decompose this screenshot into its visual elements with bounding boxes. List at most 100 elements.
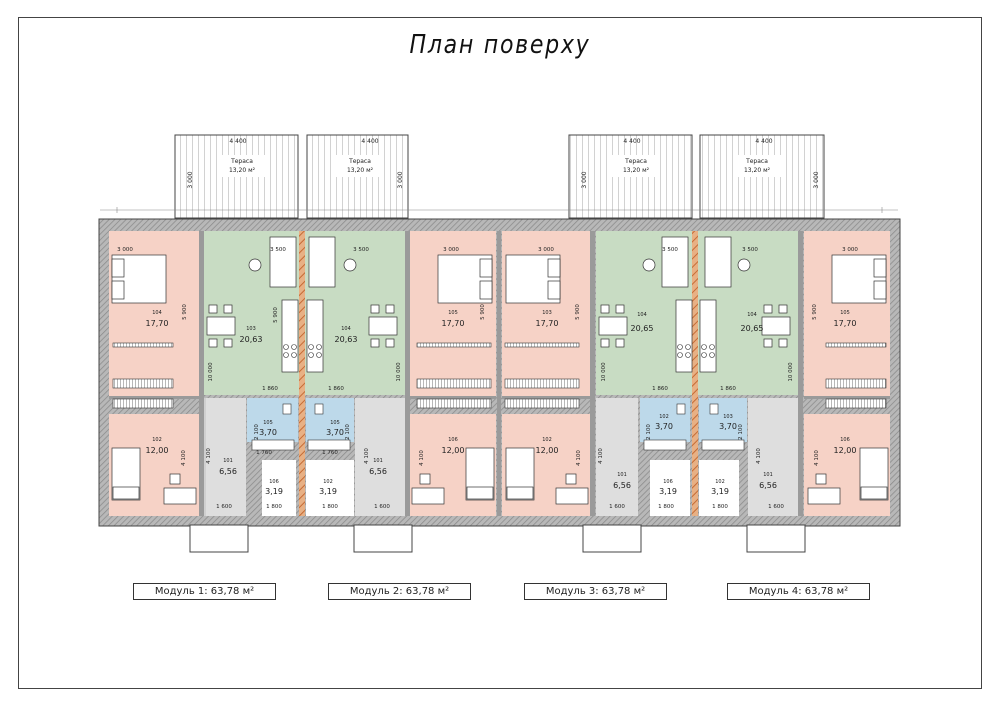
m2-bed2-num: 106	[448, 437, 458, 443]
single-beds	[111, 447, 889, 501]
m3-hall	[596, 398, 638, 516]
dim-m2-bath-width: 1 860	[328, 386, 344, 392]
m4-bed2-num: 106	[840, 437, 850, 443]
terrace-3-area: 13,20 м²	[623, 167, 650, 174]
m1-wc-area: 3,19	[265, 487, 283, 496]
terrace-1-width: 4 400	[229, 138, 246, 145]
m3-bed1-area: 17,70	[536, 319, 559, 328]
m2-hall	[355, 398, 405, 516]
m3-hall-num: 101	[617, 472, 627, 478]
dim-m1-bed-depth: 5 900	[182, 304, 188, 320]
terraces: 4 400 Тераса 13,20 м² 3 000 4 400 Тераса…	[174, 134, 825, 219]
m4-bed1-area: 17,70	[834, 319, 857, 328]
m4-bath-num: 103	[723, 414, 733, 420]
dim-m3-wc-width: 1 800	[658, 504, 674, 510]
terrace-1-label: Тераса	[230, 158, 253, 165]
terrace-3-depth: 3 000	[581, 171, 588, 188]
dim-m4-total-depth: 10 000	[788, 362, 794, 382]
m3-wc	[650, 460, 690, 516]
desks	[163, 473, 841, 505]
dim-m1-bath-depth: 2 100	[254, 424, 260, 440]
module-3-label: Модуль 3: 63,78 м²	[524, 583, 667, 600]
m2-bath	[306, 398, 354, 442]
m4-wc-num: 102	[715, 479, 725, 485]
m4-wc	[699, 460, 739, 516]
m2-hall-area: 6,56	[369, 467, 387, 476]
m4-bath	[699, 398, 747, 442]
m3-living-area: 20,65	[631, 324, 654, 333]
terrace-2-area: 13,20 м²	[347, 167, 374, 174]
m4-bath-area: 3,70	[719, 422, 737, 431]
m4-wc-area: 3,19	[711, 487, 729, 496]
m2-hall-num: 101	[373, 458, 383, 464]
m1-bed1-num: 104	[152, 310, 162, 316]
m3-bath-area: 3,70	[655, 422, 673, 431]
terrace-3-width: 4 400	[623, 138, 640, 145]
m3-bed2-area: 12,00	[536, 446, 559, 455]
m2-bath-num: 105	[330, 420, 340, 426]
dim-m1-living-width: 3 500	[270, 247, 286, 253]
m3-bed2-num: 102	[542, 437, 552, 443]
dim-m1-hall-depth: 4 100	[206, 448, 212, 464]
internal-walls	[109, 231, 890, 516]
dim-m2-bath-depth: 2 100	[345, 424, 351, 440]
module-1-label: Модуль 1: 63,78 м²	[133, 583, 276, 600]
module-3	[502, 231, 692, 516]
dim-m3-bath-width: 1 860	[652, 386, 668, 392]
m3-wc-num: 106	[663, 479, 673, 485]
m1-bed2-area: 12,00	[146, 446, 169, 455]
m2-living-area: 20,63	[335, 335, 358, 344]
dim-m4-bed2-depth: 4 100	[814, 450, 820, 466]
party-wall-2-3	[497, 231, 501, 516]
m1-bed2-num: 102	[152, 437, 162, 443]
m3-hall-area: 6,56	[613, 481, 631, 490]
m4-living-num: 104	[747, 312, 757, 318]
m2-wc	[306, 460, 354, 516]
room-labels: 104 17,70 102 12,00 103 20,63 101 6,56 1…	[146, 310, 857, 496]
dim-m3-entry-width: 1 600	[609, 504, 625, 510]
m2-wc-num: 102	[323, 479, 333, 485]
m2-bed1-num: 105	[448, 310, 458, 316]
dim-m3-bed-width: 3 000	[538, 247, 554, 253]
dim-m2-hall-depth: 4 100	[364, 448, 370, 464]
terrace-4-area: 13,20 м²	[744, 167, 771, 174]
dim-m3-hall-depth: 4 100	[598, 448, 604, 464]
m1-bed1-area: 17,70	[146, 319, 169, 328]
dim-m4-bath-depth: 2 100	[738, 424, 744, 440]
m4-hall-area: 6,56	[759, 481, 777, 490]
sheet-border	[18, 17, 982, 689]
m3-wc-area: 3,19	[659, 487, 677, 496]
dim-m1-bed-width: 3 000	[117, 247, 133, 253]
m1-wc	[262, 460, 296, 516]
m3-living-num: 104	[637, 312, 647, 318]
double-beds	[111, 254, 887, 304]
m4-living-area: 20,65	[741, 324, 764, 333]
dim-m4-living-width: 3 500	[742, 247, 758, 253]
dim-m1-entry-width: 1 600	[216, 504, 232, 510]
m3-bath-num: 102	[659, 414, 669, 420]
terrace-2-label: Тераса	[348, 158, 371, 165]
dim-m4-bed-depth: 5 900	[812, 304, 818, 320]
m1-wc-num: 106	[269, 479, 279, 485]
party-wall-3-4	[692, 231, 698, 516]
dining-tables	[206, 304, 791, 348]
dim-m4-entry-width: 1 600	[768, 504, 784, 510]
dim-m2-bed-depth: 5 900	[480, 304, 486, 320]
m3-bed1-num: 103	[542, 310, 552, 316]
m1-bath-area: 3,70	[259, 428, 277, 437]
kitchens	[269, 236, 732, 373]
dim-m3-total-depth: 10 000	[601, 362, 607, 382]
m4-hall	[748, 398, 798, 516]
party-wall-1-2	[299, 231, 305, 516]
module-2-label: Модуль 2: 63,78 м²	[328, 583, 471, 600]
terrace-4-depth: 3 000	[813, 171, 820, 188]
dim-m1-bath-width: 1 860	[262, 386, 278, 392]
dim-m4-wc-width: 1 800	[712, 504, 728, 510]
terrace-3-label: Тераса	[624, 158, 647, 165]
terrace-1-depth: 3 000	[187, 171, 194, 188]
ceiling-lamps	[248, 258, 751, 272]
m1-living-area: 20,63	[240, 335, 263, 344]
m1-bath-num: 105	[263, 420, 273, 426]
dimension-labels: 3 000 3 500 3 500 3 000 3 000 3 500 3 50…	[117, 247, 858, 510]
m1-living-num: 103	[246, 326, 256, 332]
